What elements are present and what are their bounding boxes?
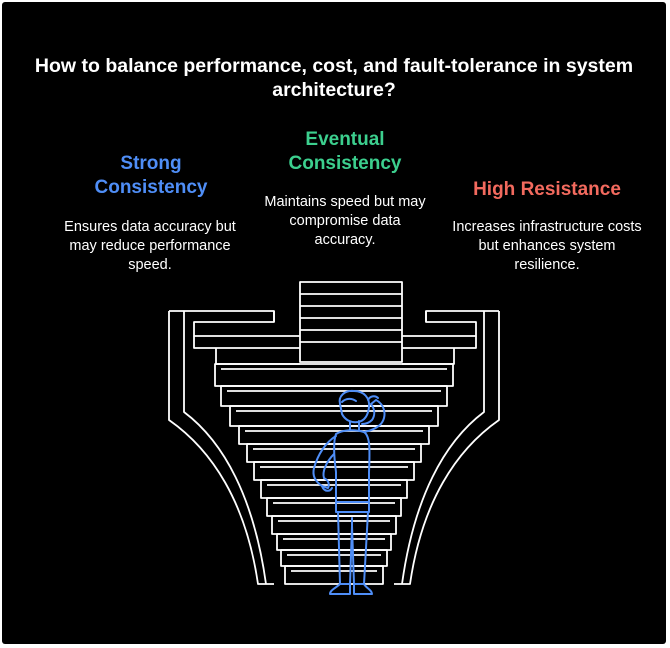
central-tower <box>299 281 403 363</box>
left-top-step <box>184 310 275 337</box>
stair-step <box>276 533 392 551</box>
option-description-strong-consistency: Ensures data accuracy but may reduce per… <box>64 219 236 273</box>
funnel-left-wall-inner <box>183 311 267 585</box>
right-top-step <box>425 310 484 337</box>
funnel-right-wall <box>394 311 500 585</box>
option-description-eventual-consistency: Maintains speed but may compromise data … <box>264 194 426 248</box>
funnel-left-wall <box>168 311 274 585</box>
stair-step <box>271 515 397 535</box>
right-step-2 <box>402 336 477 349</box>
option-heading-eventual-consistency: Eventual Consistency <box>288 129 402 174</box>
option-description-high-resistance: Increases infrastructure costs but enhan… <box>452 219 642 273</box>
right-step-edge <box>402 311 427 337</box>
stair-step <box>229 405 439 427</box>
option-heading-strong-consistency: Strong Consistency <box>94 153 208 198</box>
stair-step <box>260 479 408 499</box>
left-step-3 <box>215 348 300 365</box>
diagram-title: How to balance performance, cost, and fa… <box>34 55 634 101</box>
thinking-person-icon <box>312 389 386 595</box>
option-heading-high-resistance: High Resistance <box>473 179 621 200</box>
stair-step <box>266 497 402 517</box>
stair-step <box>220 385 448 407</box>
funnel-right-wall-inner <box>401 311 485 585</box>
right-step-3 <box>402 348 455 365</box>
stair-step <box>284 565 384 585</box>
stair-step <box>214 363 454 387</box>
stair-step <box>253 461 415 481</box>
left-step-2 <box>193 336 300 349</box>
left-step-edge <box>273 311 300 337</box>
stair-step <box>280 549 388 567</box>
